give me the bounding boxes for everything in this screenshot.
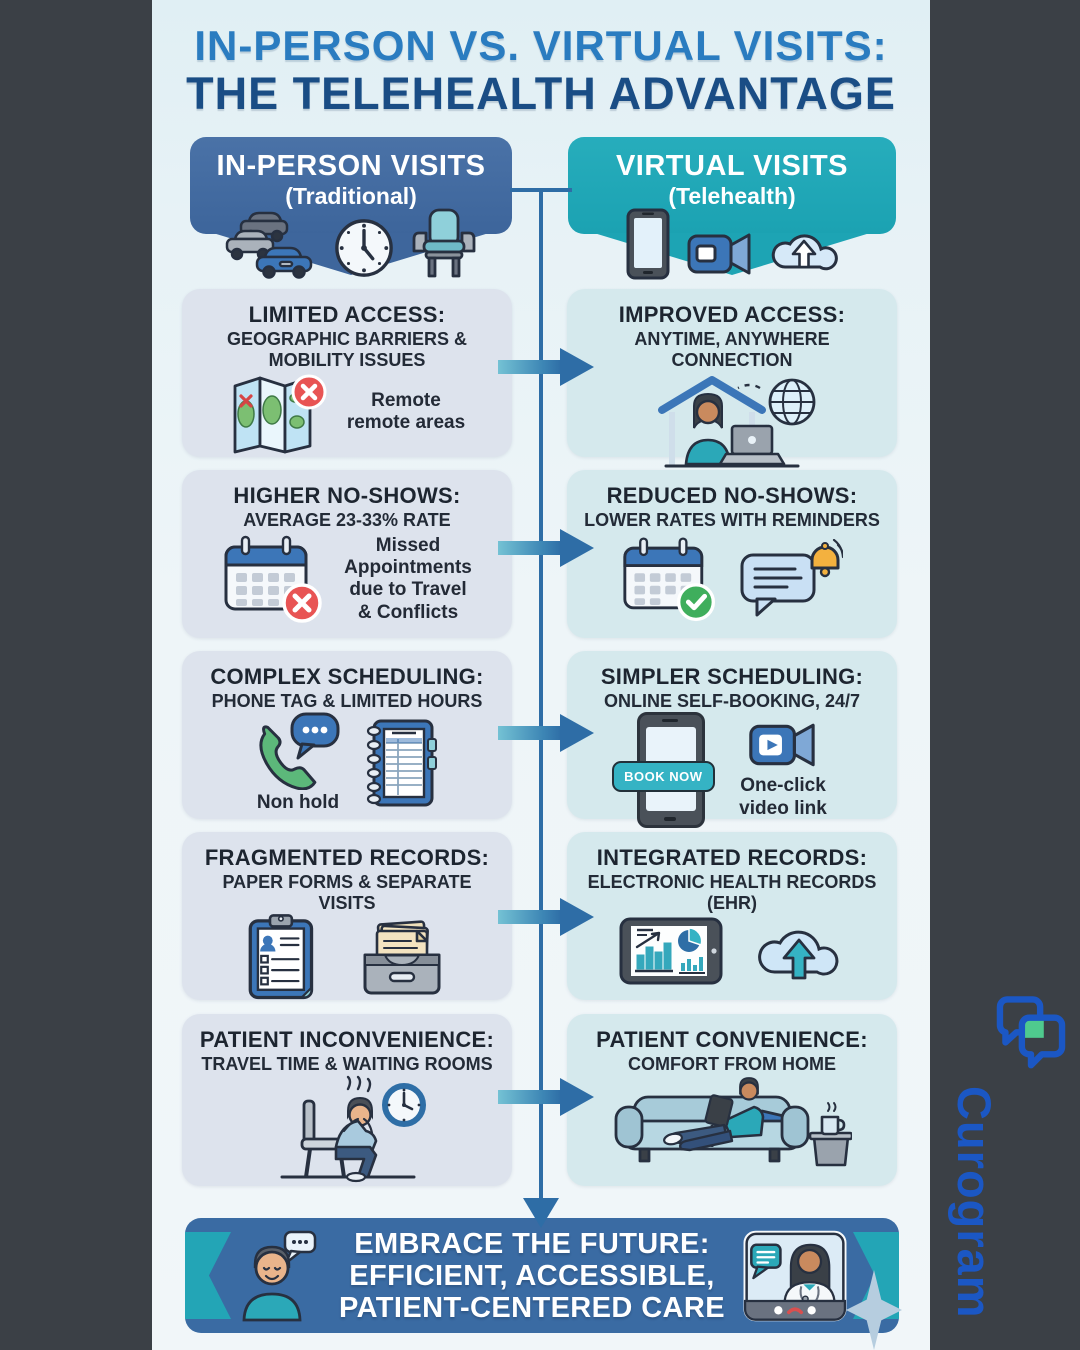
card-title: FRAGMENTED RECORDS: xyxy=(204,845,490,870)
person-relaxing-couch-icon xyxy=(612,1075,852,1175)
footer-banner: EMBRACE THE FUTURE: EFFICIENT, ACCESSIBL… xyxy=(185,1218,899,1333)
card-simpler-scheduling: SIMPLER SCHEDULING: ONLINE SELF-BOOKING,… xyxy=(567,651,897,828)
page-title-line1: IN-PERSON VS. VIRTUAL VISITS: xyxy=(194,22,888,69)
file-drawer-icon xyxy=(357,915,447,999)
video-camera-icon xyxy=(687,229,753,281)
card-limited-access: LIMITED ACCESS: GEOGRAPHIC BARRIERS & MO… xyxy=(182,289,512,457)
card-title: INTEGRATED RECORDS: xyxy=(596,845,868,870)
card-subtitle: PAPER FORMS & SEPARATE VISITS xyxy=(222,872,472,913)
footer-line1: EMBRACE THE FUTURE: xyxy=(354,1228,710,1260)
virtual-header-icons xyxy=(568,207,896,281)
phone-chat-icon xyxy=(252,712,344,790)
footer-message: EMBRACE THE FUTURE: EFFICIENT, ACCESSIBL… xyxy=(315,1228,749,1325)
right-arrow-icon-row1 xyxy=(498,348,594,386)
card-subtitle: GEOGRAPHIC BARRIERS & MOBILITY ISSUES xyxy=(226,329,468,370)
card-caption: Remote remote areas xyxy=(346,389,466,434)
right-arrow-icon-row4 xyxy=(498,898,594,936)
card-title: LIMITED ACCESS: xyxy=(248,302,446,327)
content-panel: IN-PERSON VS. VIRTUAL VISITS: THE TELEHE… xyxy=(152,0,930,1350)
card-improved-access: IMPROVED ACCESS: ANYTIME, ANYWHERE CONNE… xyxy=(567,289,897,468)
card-integrated-records: INTEGRATED RECORDS: ELECTRONIC HEALTH RE… xyxy=(567,832,897,1000)
card-patient-convenience: PATIENT CONVENIENCE: COMFORT FROM HOME xyxy=(567,1014,897,1186)
card-title: COMPLEX SCHEDULING: xyxy=(210,664,484,689)
inperson-header-icons xyxy=(190,207,512,279)
card-title: PATIENT INCONVENIENCE: xyxy=(199,1027,495,1052)
tablet-icon xyxy=(625,207,671,281)
card-subtitle: ONLINE SELF-BOOKING, 24/7 xyxy=(603,691,861,711)
footer-line3: PATIENT-CENTERED CARE xyxy=(339,1291,725,1324)
virtual-subtitle: (Telehealth) xyxy=(668,183,796,209)
card-complex-scheduling: COMPLEX SCHEDULING: PHONE TAG & LIMITED … xyxy=(182,651,512,819)
schedule-notebook-icon xyxy=(362,717,442,809)
stressed-person-waiting-clock-icon xyxy=(252,1075,442,1183)
card-title: SIMPLER SCHEDULING: xyxy=(600,664,864,689)
card-subtitle: TRAVEL TIME & WAITING ROOMS xyxy=(201,1054,493,1074)
card-caption: Non hold xyxy=(256,791,340,813)
down-arrowhead-icon xyxy=(523,1198,559,1228)
card-title: PATIENT CONVENIENCE: xyxy=(596,1027,868,1052)
right-arrow-icon-row3 xyxy=(498,714,594,752)
page-title-line2: THE TELEHEALTH ADVANTAGE xyxy=(186,68,896,120)
column-header-virtual: VIRTUAL VISITS (Telehealth) xyxy=(568,137,896,280)
card-subtitle: PHONE TAG & LIMITED HOURS xyxy=(211,691,483,711)
card-subtitle: COMFORT FROM HOME xyxy=(628,1054,836,1074)
traffic-cars-icon xyxy=(225,209,317,279)
cloud-upload-icon xyxy=(769,219,839,281)
doctor-video-call-icon xyxy=(743,1230,847,1322)
right-arrow-icon-row2 xyxy=(498,529,594,567)
card-fragmented-records: FRAGMENTED RECORDS: PAPER FORMS & SEPARA… xyxy=(182,832,512,1000)
brand-name: Curogram xyxy=(948,1086,1001,1319)
card-subtitle: AVERAGE 23-33% RATE xyxy=(243,510,451,530)
card-caption: One-click video link xyxy=(739,775,827,819)
folded-map-x-icon xyxy=(229,370,329,454)
calendar-x-icon xyxy=(222,533,326,625)
clipboard-form-icon xyxy=(247,913,317,1001)
chat-bubble-bell-icon xyxy=(739,539,843,619)
person-home-laptop-globe-icon xyxy=(632,370,832,472)
ribbon-left-icon xyxy=(185,1232,231,1319)
curogram-logo-icon xyxy=(996,994,1066,1078)
card-patient-inconvenience: PATIENT INCONVENIENCE: TRAVEL TIME & WAI… xyxy=(182,1014,512,1186)
card-title: REDUCED NO-SHOWS: xyxy=(606,483,858,508)
card-higher-noshows: HIGHER NO-SHOWS: AVERAGE 23-33% RATE xyxy=(182,470,512,638)
inperson-subtitle: (Traditional) xyxy=(285,183,417,209)
cloud-upload-arrow-icon xyxy=(753,914,845,990)
wall-clock-icon xyxy=(333,217,395,279)
spine-line xyxy=(539,190,543,1198)
card-subtitle: ELECTRONIC HEALTH RECORDS (EHR) xyxy=(587,872,877,913)
column-header-inperson: IN-PERSON VISITS (Traditional) xyxy=(190,137,512,279)
footer-line2: EFFICIENT, ACCESSIBLE, xyxy=(349,1259,715,1292)
waiting-chair-icon xyxy=(411,207,477,279)
calendar-check-icon xyxy=(621,534,721,624)
page-title: IN-PERSON VS. VIRTUAL VISITS: THE TELEHE… xyxy=(152,22,930,119)
card-caption: Missed Appointments due to Travel & Conf… xyxy=(344,534,472,623)
tablet-charts-icon xyxy=(619,917,723,987)
card-reduced-noshows: REDUCED NO-SHOWS: LOWER RATES WITH REMIN… xyxy=(567,470,897,638)
right-arrow-icon-row5 xyxy=(498,1078,594,1116)
video-link-icon xyxy=(746,719,820,773)
card-subtitle: ANYTIME, ANYWHERE CONNECTION xyxy=(634,329,830,370)
card-subtitle: LOWER RATES WITH REMINDERS xyxy=(584,510,880,530)
card-title: HIGHER NO-SHOWS: xyxy=(233,483,461,508)
smartphone-icon: BOOK NOW xyxy=(612,711,715,828)
card-title: IMPROVED ACCESS: xyxy=(618,302,846,327)
patient-avatar-speech-icon xyxy=(237,1230,323,1322)
inperson-title: IN-PERSON VISITS xyxy=(216,150,486,182)
book-now-button: BOOK NOW xyxy=(612,760,715,792)
virtual-title: VIRTUAL VISITS xyxy=(615,150,849,182)
